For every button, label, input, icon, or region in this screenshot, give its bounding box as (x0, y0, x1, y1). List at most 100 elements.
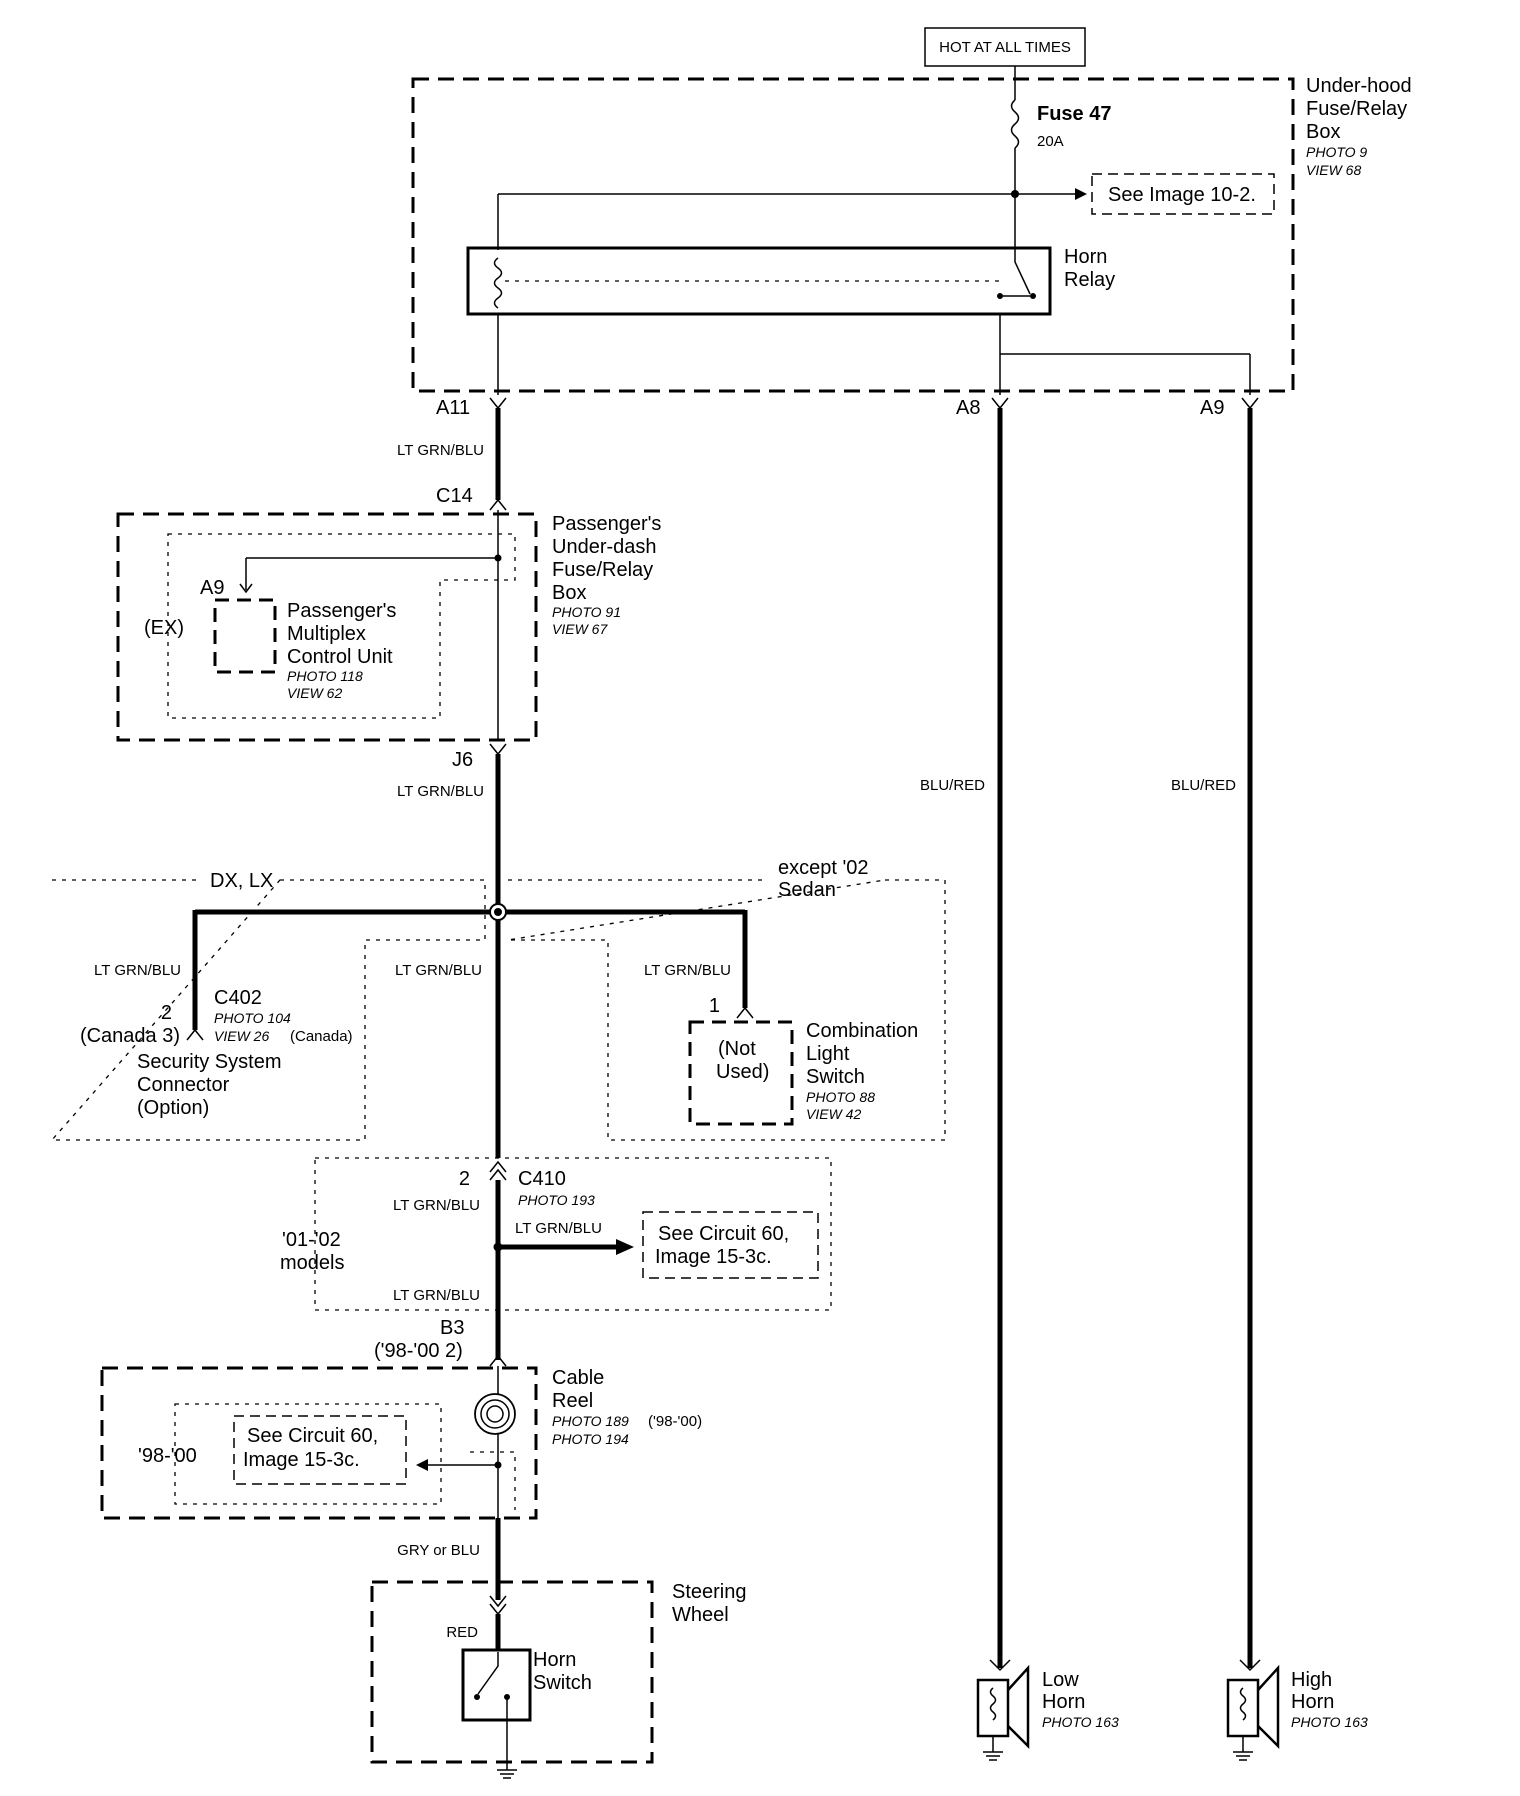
arrow-icon (616, 1239, 634, 1255)
underdash-label-3: Fuse/Relay (552, 559, 653, 581)
wire-label-blured-2: BLU/RED (1171, 777, 1236, 794)
horn-switch-box (461, 1648, 532, 1722)
underhood-box (411, 77, 1295, 393)
steering-box (370, 1580, 654, 1764)
horn-switch-dot (474, 1694, 480, 1700)
horn-switch-label-2: Switch (533, 1672, 592, 1694)
c402-view: VIEW 26 (214, 1028, 269, 1044)
mpcu-label-2: Multiplex (287, 623, 366, 645)
underhood-view: VIEW 68 (1306, 162, 1361, 178)
comb-label-2: Light (806, 1043, 850, 1065)
underdash-label-4: Box (552, 582, 586, 604)
cable-photo2: PHOTO 194 (552, 1431, 629, 1447)
wire-label-blured-1: BLU/RED (920, 777, 985, 794)
underhood-label-3: Box (1306, 121, 1340, 143)
connector-comb (736, 1006, 754, 1019)
arrow-icon (416, 1459, 428, 1471)
mpcu-photo: PHOTO 118 (287, 668, 363, 684)
connector-c14 (489, 498, 507, 511)
wire-label-red: RED (446, 1624, 478, 1641)
fuse-symbol (1010, 99, 1020, 149)
cable-label-2: Reel (552, 1390, 593, 1412)
horn-switch-contact (477, 1652, 499, 1695)
wire-label-3: LT GRN/BLU (94, 962, 181, 979)
see-c60a-box (642, 1211, 819, 1279)
wire-label-4: LT GRN/BLU (395, 962, 482, 979)
fuse-rating: 20A (1037, 133, 1064, 150)
dxlx-label: DX, LX (210, 870, 273, 892)
low-horn-label: Low (1042, 1669, 1079, 1691)
underhood-photo: PHOTO 9 (1306, 144, 1367, 160)
low-horn-label-2: Horn (1042, 1691, 1085, 1713)
comb-pin: 1 (709, 995, 720, 1017)
c402-name: C402 (214, 987, 262, 1009)
c410-pin: 2 (459, 1168, 470, 1190)
low-horn-photo: PHOTO 163 (1042, 1714, 1119, 1730)
mpcu-box (213, 598, 277, 674)
notused-label-2: Used) (716, 1061, 769, 1083)
cable-label: Cable (552, 1367, 604, 1389)
cable-photo1: PHOTO 189 (552, 1413, 629, 1429)
pin-a9: A9 (1200, 397, 1224, 419)
connector-a8 (991, 397, 1009, 410)
mpcu-label-3: Control Unit (287, 646, 393, 668)
see-c60a-label: See Circuit 60, (658, 1223, 789, 1245)
underhood-label-2: Fuse/Relay (1306, 98, 1407, 120)
c402-canada: (Canada) (290, 1028, 353, 1045)
wire-label-6: LT GRN/BLU (393, 1197, 480, 1214)
cable-reel-dotted (470, 1451, 516, 1510)
connector-j6 (489, 743, 507, 756)
horn-relay-label: Horn (1064, 246, 1107, 268)
models-label-2: models (280, 1252, 344, 1274)
steering-label-2: Wheel (672, 1604, 729, 1626)
comb-photo: PHOTO 88 (806, 1089, 875, 1105)
underdash-box (116, 512, 538, 742)
notused-box (688, 1020, 794, 1126)
horn-relay-box (466, 246, 1052, 316)
underdash-view: VIEW 67 (552, 621, 608, 637)
security-pin: 2 (161, 1002, 172, 1024)
relay-contact (1014, 250, 1031, 295)
high-horn-icon (1257, 1664, 1280, 1750)
notused-label: (Not (718, 1038, 756, 1060)
pin-a11: A11 (436, 397, 470, 419)
cable-reel-icon-inner (480, 1399, 510, 1429)
security-label-3: (Option) (137, 1097, 209, 1119)
c402-photo: PHOTO 104 (214, 1010, 291, 1026)
fuse-name: Fuse 47 (1037, 103, 1111, 125)
see-c60a-label-2: Image 15-3c. (655, 1246, 772, 1268)
high-horn-label-2: Horn (1291, 1691, 1334, 1713)
connector-c410 (489, 1160, 507, 1181)
mpcu-label: Passenger's (287, 600, 396, 622)
underdash-photo: PHOTO 91 (552, 604, 621, 620)
cable-reel-box (100, 1366, 538, 1520)
hot-box (924, 27, 1086, 67)
dxlx-region (50, 879, 486, 1141)
high-horn-photo: PHOTO 163 (1291, 1714, 1368, 1730)
relay-contact-dot3 (997, 293, 1003, 299)
except-label-2: Sedan (778, 879, 836, 901)
underdash-label: Passenger's (552, 513, 661, 535)
relay-coil (493, 257, 503, 309)
splice-dot-center (494, 908, 502, 916)
see-c60b-box (233, 1415, 407, 1485)
mpcu-view: VIEW 62 (287, 685, 342, 701)
pin-b3-note: ('98-'00 2) (374, 1340, 463, 1362)
security-label: Security System (137, 1051, 281, 1073)
cable-reel-icon-core (486, 1405, 504, 1423)
wire-label-8: LT GRN/BLU (393, 1287, 480, 1304)
wire-label-5: LT GRN/BLU (644, 962, 731, 979)
except-region (507, 879, 946, 1141)
cable-reel-icon (474, 1393, 516, 1435)
connector-a9 (1241, 397, 1259, 410)
high-horn-label: High (1291, 1669, 1332, 1691)
see-c60b-label-2: Image 15-3c. (243, 1449, 360, 1471)
relay-contact-dot (1030, 293, 1036, 299)
ground-icon (983, 1751, 1003, 1761)
see-image-label: See Image 10-2. (1108, 184, 1256, 206)
pin-c14: C14 (436, 485, 473, 507)
wire-label-gry: GRY or BLU (397, 1542, 480, 1559)
wire-label-7: LT GRN/BLU (515, 1220, 602, 1237)
pin-j6: J6 (452, 749, 473, 771)
